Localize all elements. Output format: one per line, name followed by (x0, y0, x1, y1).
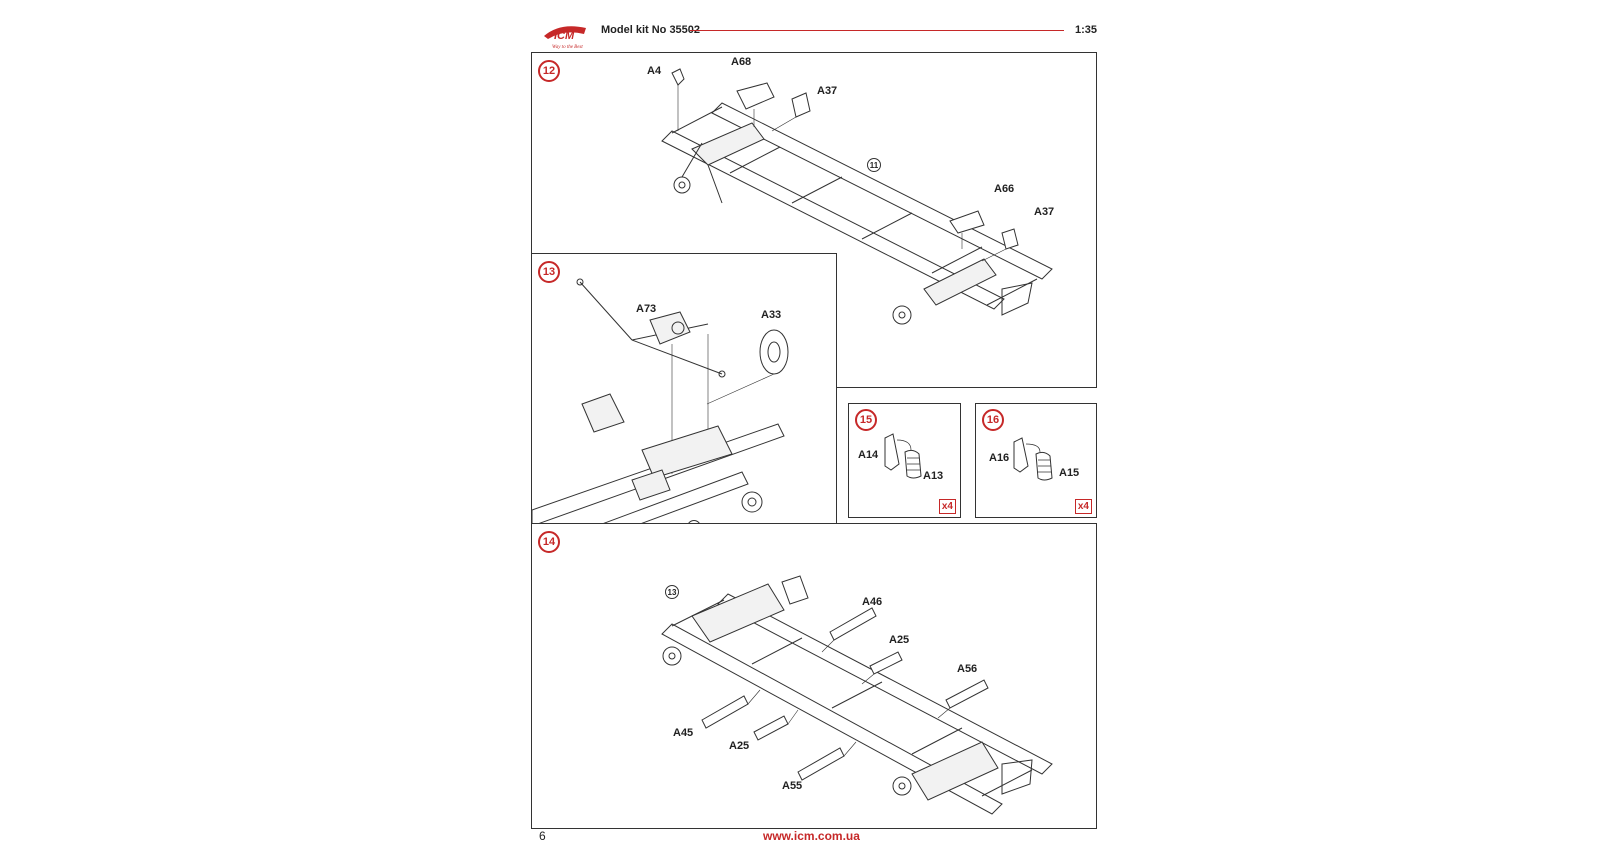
part-label-a37-rear: A37 (1034, 206, 1055, 218)
step-13-number: 13 (538, 261, 560, 283)
step-14-drawing (661, 575, 1053, 815)
instruction-page: ICM Way to the Best Model kit No 35502 1… (531, 16, 1097, 850)
part-label-a37: A37 (817, 85, 838, 97)
part-label-a68: A68 (731, 56, 752, 68)
step-16-number: 16 (982, 409, 1004, 431)
part-label-a56: A56 (957, 663, 978, 675)
page-number: 6 (539, 829, 546, 843)
rear-axle (923, 258, 997, 306)
icm-logo: ICM Way to the Best (544, 26, 586, 50)
part-a25-upper (869, 651, 903, 675)
part-a37-front (791, 92, 811, 118)
part-label-a16: A16 (989, 452, 1010, 464)
multiplier-badge: x4 (1074, 499, 1092, 514)
part-a46 (829, 607, 877, 641)
rear-wheel-hub (892, 305, 912, 325)
step-14-reference: 13 (665, 585, 679, 599)
frame-rail-left (661, 130, 1005, 310)
frame-rail-rear (532, 471, 749, 565)
part-a55 (797, 747, 845, 781)
front-axle-assembly (691, 583, 785, 643)
scale-label: 1:35 (1074, 24, 1097, 36)
part-label-a46: A46 (862, 596, 883, 608)
part-label-a4: A4 (647, 65, 662, 77)
front-axle-housing (641, 425, 733, 479)
front-wheel-hub (673, 176, 691, 194)
part-label-a45: A45 (673, 727, 694, 739)
part-a4 (671, 68, 685, 86)
part-a14 (884, 433, 900, 471)
model-kit-number: Model kit No 35502 (601, 24, 701, 36)
website-link[interactable]: www.icm.com.ua (763, 829, 860, 843)
step-15-number: 15 (855, 409, 877, 431)
part-a16 (1013, 437, 1029, 473)
wheel-hub (741, 491, 763, 513)
rear-wheel-hub (892, 776, 912, 796)
front-axle (691, 122, 765, 166)
step-13-panel: 13 12 A73 A33 (531, 253, 837, 567)
step-15-panel: 15 A14 A13 x4 (848, 403, 961, 518)
step-16-panel: 16 A16 A15 x4 (975, 403, 1097, 518)
part-a66 (949, 210, 985, 234)
rear-bumper (1001, 282, 1033, 316)
svg-text:ICM: ICM (554, 30, 575, 42)
cross-members (671, 106, 1038, 306)
frame-rail-left (661, 623, 1003, 815)
tie-rod (579, 281, 723, 375)
part-a25-lower (753, 715, 789, 741)
part-a73 (649, 311, 691, 345)
spring-mount (581, 393, 625, 433)
part-label-a15: A15 (1059, 467, 1080, 479)
page-header: ICM Way to the Best Model kit No 35502 1… (531, 16, 1097, 52)
step-15-drawing (884, 433, 922, 479)
part-label-a55: A55 (782, 780, 803, 792)
part-a45 (701, 695, 749, 729)
svg-text:Way to the Best: Way to the Best (552, 45, 583, 50)
step-12-drawing (661, 68, 1053, 325)
part-a56 (945, 679, 989, 709)
part-label-a25: A25 (889, 634, 910, 646)
step-16-drawing (1013, 437, 1053, 481)
step-14-number: 14 (538, 531, 560, 553)
rear-bumper (1001, 759, 1033, 795)
part-a33 (759, 329, 789, 375)
header-rule (690, 30, 1064, 31)
step-14-panel: 14 13 A46 A25 A56 A45 A25 A55 (531, 523, 1097, 829)
part-label-a25-lower: A25 (729, 740, 750, 752)
part-label-a13: A13 (923, 470, 944, 482)
step-12-number: 12 (538, 60, 560, 82)
rear-axle-assembly (911, 741, 999, 801)
frame-rail-right (711, 102, 1053, 280)
part-a68 (736, 82, 775, 110)
front-wheel-hub (662, 646, 682, 666)
step-13-drawing (532, 278, 789, 565)
frame-rail-right (717, 593, 1053, 775)
part-label-a14: A14 (858, 449, 879, 461)
part-a37-rear (1001, 228, 1019, 250)
multiplier-badge: x4 (938, 499, 956, 514)
part-label-a66: A66 (994, 183, 1015, 195)
part-label-a33: A33 (761, 309, 782, 321)
step-12-reference: 11 (867, 158, 881, 172)
part-label-a73: A73 (636, 303, 657, 315)
